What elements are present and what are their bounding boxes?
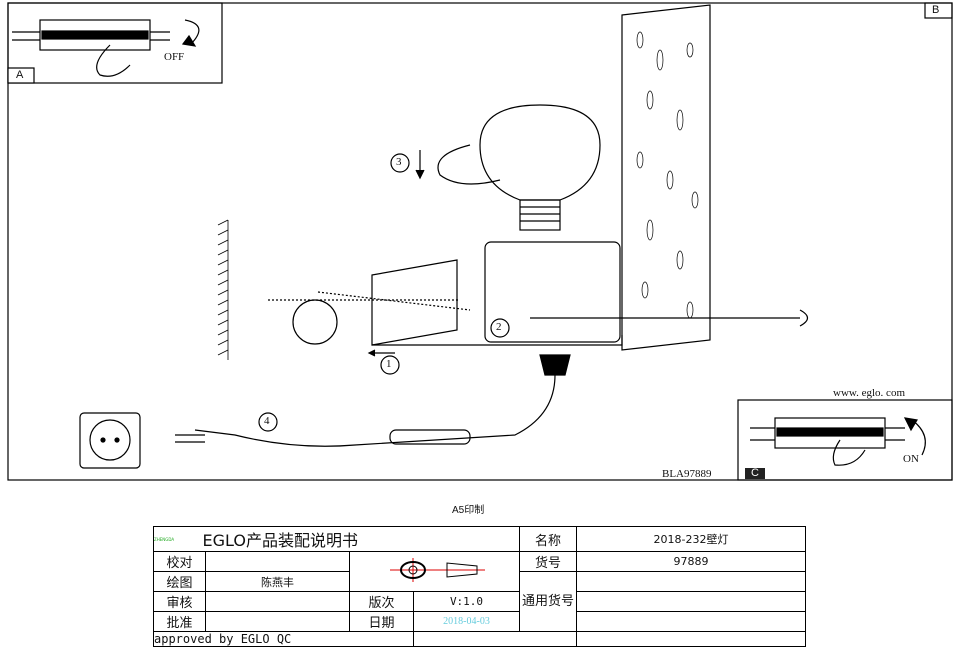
step-3: 3 <box>396 156 402 168</box>
drawing-frame <box>7 2 953 481</box>
light-bulb <box>479 104 601 201</box>
approve-label: 批准 <box>153 611 206 632</box>
drawing-label: 绘图 <box>153 571 206 592</box>
version-label: 版次 <box>349 591 414 612</box>
document-title: EGLO产品装配说明书 <box>202 531 358 550</box>
general-item-label: 通用货号 <box>519 571 577 632</box>
zhengda-logo: ZHENGDA <box>154 536 175 542</box>
title-block: ZHENGDA EGLO产品装配说明书 名称 2018-232壁灯 校对 货号 … <box>153 526 806 647</box>
lamp-holder <box>484 241 621 343</box>
step-2: 2 <box>496 321 502 333</box>
on-label: ON <box>903 453 919 465</box>
projection-symbol <box>349 551 520 592</box>
check-label: 校对 <box>153 551 206 572</box>
item-no-label: 货号 <box>519 551 577 572</box>
breaker-off-icon <box>12 19 200 77</box>
version-value: V:1.0 <box>413 591 520 612</box>
panel-b-label: B <box>932 4 940 16</box>
approved-text: approved by EGLO QC <box>153 631 414 647</box>
item-no-value: 97889 <box>576 551 806 572</box>
panel-a-label: A <box>16 69 24 81</box>
name-value: 2018-232壁灯 <box>576 526 806 552</box>
panel-c-label: C <box>745 468 765 479</box>
screw-detail <box>292 299 338 345</box>
wall-hatch <box>217 219 229 360</box>
wall-socket <box>79 412 141 469</box>
mounting-bracket <box>371 259 458 346</box>
perforated-shade <box>621 4 711 351</box>
step-4: 4 <box>264 415 270 427</box>
review-label: 审核 <box>153 591 206 612</box>
step-1: 1 <box>386 358 392 370</box>
date-label: 日期 <box>349 611 414 632</box>
model-code: BLA97889 <box>662 468 712 480</box>
name-label: 名称 <box>519 526 577 552</box>
print-note: A5印制 <box>452 505 485 516</box>
drawer-name: 陈燕丰 <box>205 571 350 592</box>
panel-a-box <box>7 2 223 84</box>
off-label: OFF <box>164 51 185 63</box>
website-text: www. eglo. com <box>833 387 905 399</box>
panel-c-box <box>737 399 953 481</box>
date-value: 2018-04-03 <box>413 611 520 632</box>
breaker-on-icon <box>750 417 926 466</box>
